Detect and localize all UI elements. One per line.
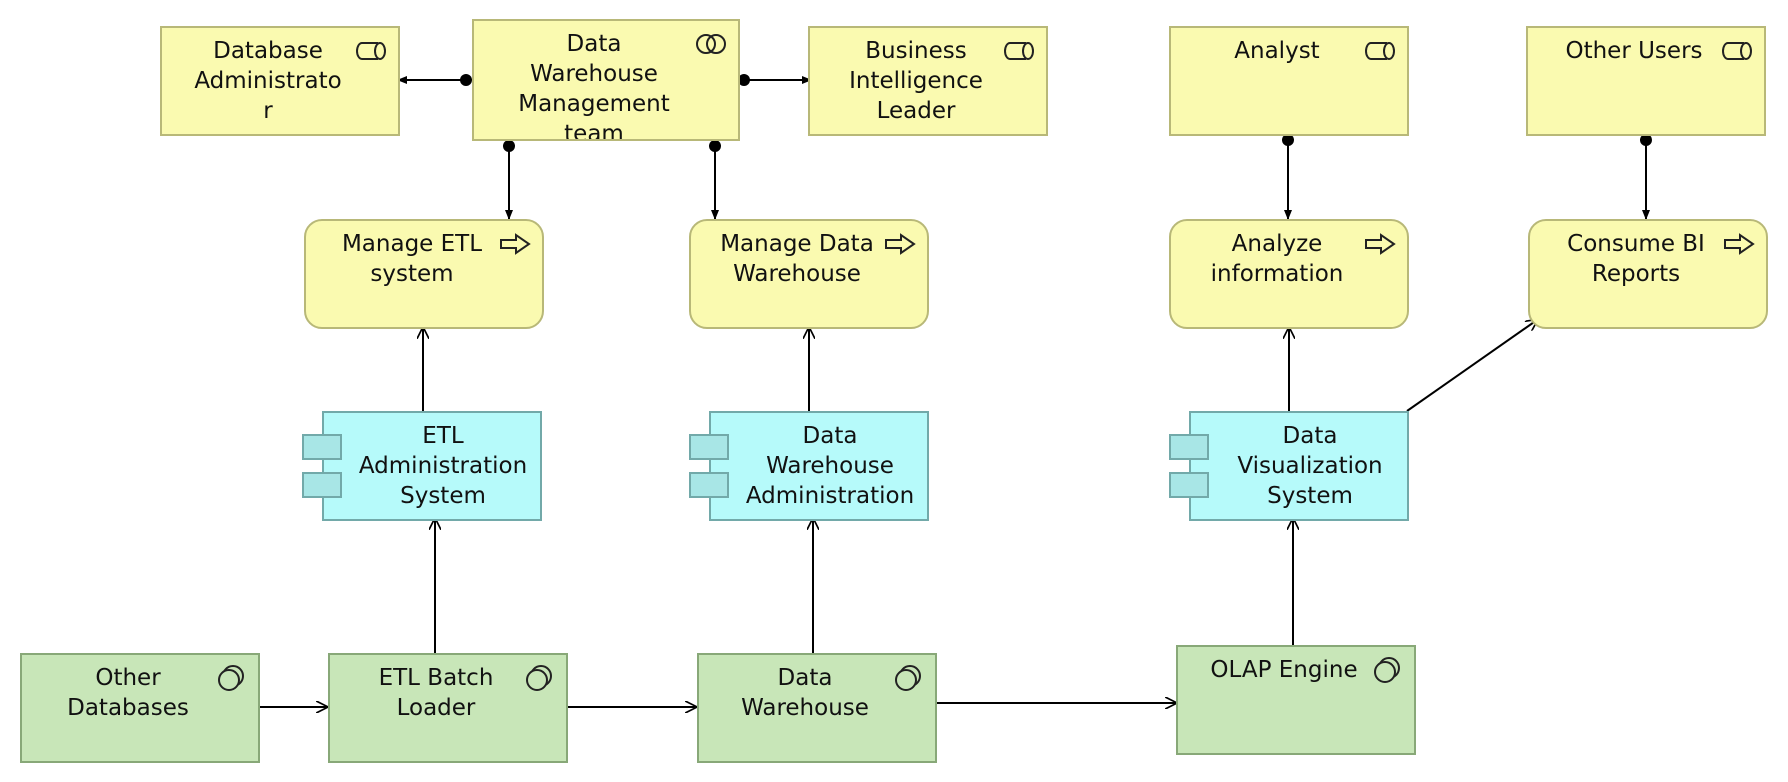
actor-data-warehouse-management-team[interactable]: Data Warehouse Management team bbox=[472, 19, 740, 141]
component-tab-lower bbox=[689, 472, 729, 498]
actor-database-administrator[interactable]: Database Administrato r bbox=[160, 26, 400, 136]
component-tab-upper bbox=[302, 434, 342, 460]
app-data-visualization-system[interactable]: Data Visualization System bbox=[1169, 411, 1409, 521]
process-arrow-icon bbox=[883, 231, 917, 257]
app-data-warehouse-administration[interactable]: Data Warehouse Administration bbox=[689, 411, 929, 521]
role-icon bbox=[1363, 38, 1397, 64]
role-icon bbox=[354, 38, 388, 64]
process-manage-etl-system[interactable]: Manage ETL system bbox=[304, 219, 544, 329]
system-software-icon bbox=[891, 665, 925, 691]
tech-label: OLAP Engine bbox=[1210, 657, 1358, 683]
process-arrow-icon bbox=[498, 231, 532, 257]
system-software-icon bbox=[522, 665, 556, 691]
serving-dataviz-to-consume bbox=[1406, 320, 1537, 412]
tech-label: ETL Batch Loader bbox=[378, 665, 494, 721]
role-icon bbox=[1002, 38, 1036, 64]
actor-label: Analyst bbox=[1234, 38, 1320, 64]
actor-label: Database Administrato r bbox=[194, 38, 342, 124]
tech-data-warehouse[interactable]: Data Warehouse bbox=[697, 653, 937, 763]
component-tab-upper bbox=[1169, 434, 1209, 460]
actor-analyst[interactable]: Analyst bbox=[1169, 26, 1409, 136]
app-label: ETL Administration System bbox=[358, 423, 528, 509]
process-label: Analyze information bbox=[1210, 231, 1344, 287]
assignment-dwm-to-bi-leader bbox=[738, 74, 812, 86]
app-etl-administration-system[interactable]: ETL Administration System bbox=[302, 411, 542, 521]
system-software-icon bbox=[1370, 657, 1404, 683]
assignment-dwm-to-manage-dw bbox=[709, 140, 721, 220]
process-label: Consume BI Reports bbox=[1567, 231, 1705, 287]
process-arrow-icon bbox=[1363, 231, 1397, 257]
actor-label: Data Warehouse Management team bbox=[518, 31, 670, 141]
actor-label: Business Intelligence Leader bbox=[849, 38, 983, 124]
role-icon bbox=[1720, 38, 1754, 64]
tech-olap-engine[interactable]: OLAP Engine bbox=[1176, 645, 1416, 755]
actor-other-users[interactable]: Other Users bbox=[1526, 26, 1766, 136]
app-label: Data Warehouse Administration bbox=[745, 423, 915, 509]
process-consume-bi-reports[interactable]: Consume BI Reports bbox=[1528, 219, 1768, 329]
tech-label: Data Warehouse bbox=[741, 665, 869, 721]
process-arrow-icon bbox=[1722, 231, 1756, 257]
component-tab-lower bbox=[302, 472, 342, 498]
collaboration-icon bbox=[694, 31, 728, 57]
assignment-dwm-to-manage-etl bbox=[503, 140, 515, 220]
assignment-analyst-to-analyze bbox=[1282, 134, 1294, 220]
process-label: Manage ETL system bbox=[341, 231, 483, 287]
assignment-other-users-to-consume bbox=[1640, 134, 1652, 220]
assignment-dwm-to-dba bbox=[397, 74, 472, 86]
process-label: Manage Data Warehouse bbox=[720, 231, 874, 287]
tech-etl-batch-loader[interactable]: ETL Batch Loader bbox=[328, 653, 568, 763]
process-manage-data-warehouse[interactable]: Manage Data Warehouse bbox=[689, 219, 929, 329]
actor-business-intelligence-leader[interactable]: Business Intelligence Leader bbox=[808, 26, 1048, 136]
system-software-icon bbox=[214, 665, 248, 691]
component-tab-upper bbox=[689, 434, 729, 460]
process-analyze-information[interactable]: Analyze information bbox=[1169, 219, 1409, 329]
actor-label: Other Users bbox=[1565, 38, 1703, 64]
tech-other-databases[interactable]: Other Databases bbox=[20, 653, 260, 763]
component-tab-lower bbox=[1169, 472, 1209, 498]
app-label: Data Visualization System bbox=[1237, 423, 1383, 509]
tech-label: Other Databases bbox=[67, 665, 189, 721]
